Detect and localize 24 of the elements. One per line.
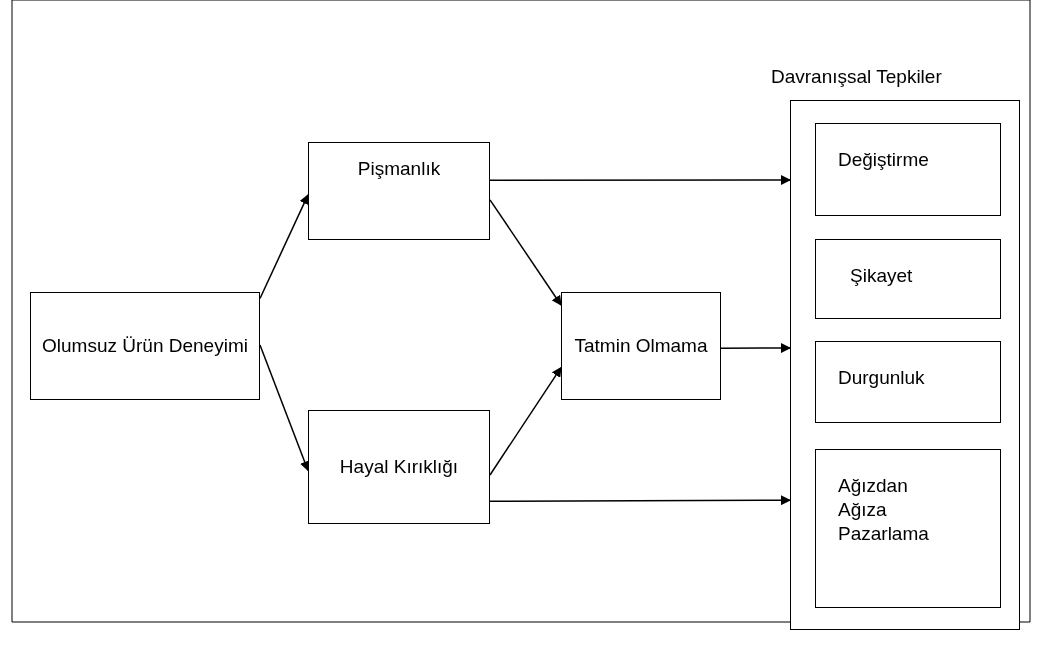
process-box — [561, 292, 721, 400]
process-box — [308, 410, 490, 524]
arrow — [489, 175, 791, 186]
arrow — [259, 194, 309, 300]
process-box — [308, 142, 490, 240]
box-label: Pişmanlık — [357, 157, 441, 181]
arrow — [489, 366, 562, 476]
box-label: Hayal Kırıklığı — [339, 455, 459, 479]
box-label: Tatmin Olmama — [574, 334, 708, 358]
process-box — [815, 123, 1001, 216]
box-label: Ağızdan Ağıza Pazarlama — [838, 474, 930, 546]
group-heading: Davranışsal Tepkiler — [771, 65, 942, 89]
arrow — [720, 343, 791, 354]
process-box — [815, 449, 1001, 608]
process-box — [815, 341, 1001, 423]
process-box — [815, 239, 1001, 319]
arrow — [489, 495, 791, 506]
arrow — [259, 344, 310, 472]
box-label: Olumsuz Ürün Deneyimi — [42, 334, 248, 358]
box-label: Şikayet — [850, 264, 914, 288]
process-box — [30, 292, 260, 400]
box-label: Değiştirme — [838, 148, 930, 172]
arrow — [489, 199, 562, 306]
box-label: Durgunluk — [838, 366, 926, 390]
